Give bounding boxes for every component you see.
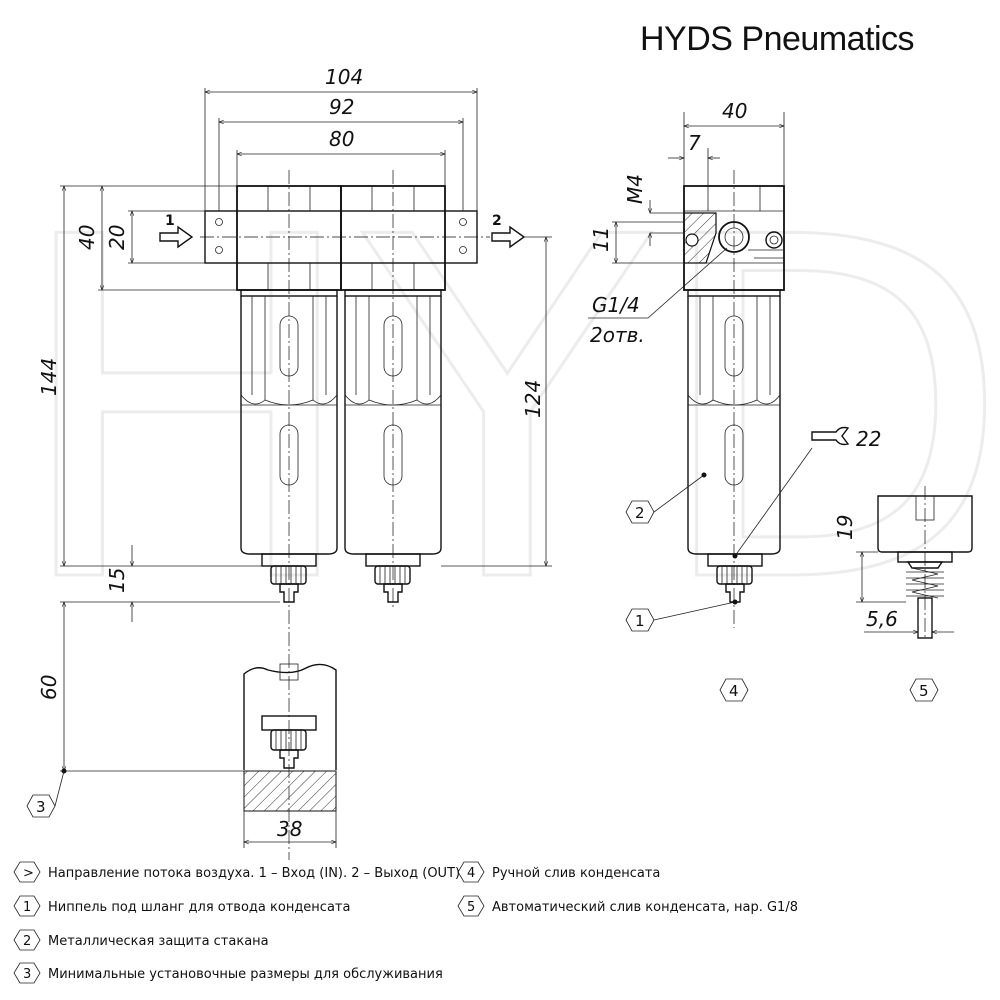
flow-in-label: 1 (165, 213, 175, 229)
legend-marker-0: > (23, 866, 34, 881)
dim-40-side: 40 (722, 99, 747, 123)
dim-80: 80 (329, 127, 354, 151)
legend-text-0: Направление потока воздуха. 1 – Вход (IN… (48, 866, 460, 881)
dim-m4: M4 (623, 174, 647, 204)
legend-text-2: Металлическая защита стакана (48, 934, 269, 949)
dim-holes: 2отв. (590, 323, 645, 347)
dim-11: 11 (589, 227, 613, 252)
legend-text-4: Ручной слив конденсата (492, 866, 660, 881)
wrench-icon (811, 426, 850, 446)
dim-38: 38 (277, 817, 302, 841)
front-view (159, 170, 526, 860)
callout-3 (26, 770, 65, 818)
side-view (588, 112, 850, 628)
legend (13, 861, 485, 984)
flow-in-arrow (159, 225, 194, 249)
dim-104: 104 (325, 65, 363, 89)
dim-92: 92 (329, 95, 354, 119)
legend-marker-3: 3 (23, 967, 31, 982)
front-dimensions (60, 88, 552, 774)
dim-g14: G1/4 (592, 293, 640, 317)
legend-text-3: Минимальные установочные размеры для обс… (48, 967, 443, 982)
brand-title: HYDS Pneumatics (640, 20, 915, 58)
callout-2-label: 2 (635, 504, 645, 522)
legend-marker-1: 1 (23, 900, 31, 915)
flow-out-label: 2 (492, 213, 502, 229)
dim-40-front: 40 (75, 225, 99, 250)
dim-5-6: 5,6 (866, 607, 898, 631)
dim-60: 60 (37, 675, 61, 700)
dim-7: 7 (688, 131, 701, 155)
legend-marker-2: 2 (23, 934, 31, 949)
callout-3-label: 3 (36, 798, 46, 816)
callout-5-label: 5 (919, 682, 929, 700)
legend-marker-4: 4 (467, 866, 475, 881)
legend-marker-5: 5 (467, 900, 475, 915)
legend-text-5: Автоматический слив конденсата, нар. G1/… (492, 900, 798, 915)
flow-out-arrow (491, 225, 526, 249)
callout-5 (909, 678, 939, 702)
dim-124: 124 (521, 380, 545, 418)
dim-22: 22 (856, 427, 881, 451)
dim-19: 19 (833, 515, 857, 540)
legend-text-1: Ниппель под шланг для отвода конденсата (48, 900, 350, 915)
dim-20: 20 (105, 225, 129, 250)
dim-144: 144 (37, 358, 61, 396)
callout-4 (719, 678, 749, 702)
callout-1 (625, 608, 655, 632)
dim-15: 15 (105, 568, 129, 593)
auto-drain-detail (856, 486, 973, 640)
callout-1-label: 1 (635, 612, 645, 630)
watermark-text: HYDS (10, 139, 1000, 686)
callout-4-label: 4 (729, 682, 739, 700)
callout-2 (625, 500, 655, 524)
service-clearance-detail (243, 663, 337, 848)
